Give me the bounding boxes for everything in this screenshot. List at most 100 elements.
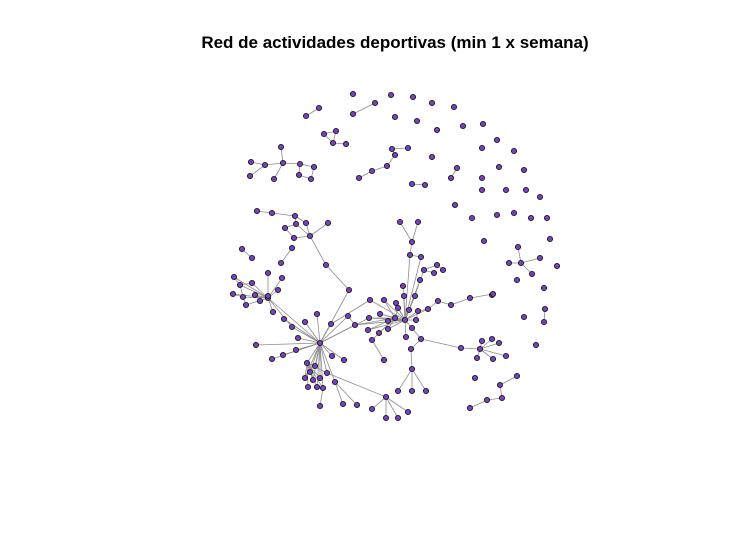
network-node bbox=[383, 162, 391, 170]
network-node bbox=[478, 337, 486, 345]
network-node bbox=[291, 212, 299, 220]
network-node bbox=[351, 321, 359, 329]
network-node bbox=[447, 174, 455, 182]
network-node bbox=[520, 166, 528, 174]
network-edge bbox=[411, 368, 427, 392]
network-node bbox=[375, 329, 383, 337]
network-node bbox=[248, 254, 256, 262]
network-node bbox=[252, 341, 260, 349]
network-node bbox=[434, 297, 442, 305]
network-node bbox=[279, 351, 287, 359]
network-node bbox=[278, 274, 286, 282]
network-node bbox=[466, 294, 474, 302]
network-node bbox=[407, 345, 415, 353]
network-node bbox=[540, 318, 548, 326]
network-node bbox=[345, 286, 353, 294]
network-node bbox=[473, 354, 481, 362]
network-edge bbox=[402, 285, 406, 321]
network-node bbox=[405, 306, 413, 314]
network-node bbox=[236, 281, 244, 289]
network-node bbox=[229, 290, 237, 298]
network-node bbox=[447, 301, 455, 309]
network-node bbox=[420, 266, 428, 274]
network-node bbox=[394, 387, 402, 395]
network-node bbox=[320, 130, 328, 138]
network-node bbox=[294, 334, 302, 342]
network-node bbox=[546, 235, 554, 243]
network-node bbox=[302, 112, 310, 120]
network-edge bbox=[297, 337, 321, 344]
network-node bbox=[313, 310, 321, 318]
network-node bbox=[421, 181, 429, 189]
network-node bbox=[301, 318, 309, 326]
network-edge bbox=[385, 396, 409, 413]
network-edge bbox=[319, 342, 328, 374]
network-node bbox=[408, 238, 416, 246]
network-node bbox=[493, 136, 501, 144]
network-node bbox=[319, 384, 327, 392]
network-edge bbox=[273, 162, 284, 180]
network-edge bbox=[352, 102, 376, 115]
network-node bbox=[264, 269, 272, 277]
network-node bbox=[339, 400, 347, 408]
network-node bbox=[316, 402, 324, 410]
network-edge bbox=[306, 362, 318, 388]
network-edge bbox=[369, 299, 406, 321]
network-node bbox=[376, 310, 384, 318]
network-edge bbox=[306, 362, 324, 389]
network-edge bbox=[232, 293, 269, 299]
network-node bbox=[401, 316, 409, 324]
network-node bbox=[316, 374, 324, 382]
network-node bbox=[433, 126, 441, 134]
network-node bbox=[399, 282, 407, 290]
network-node bbox=[478, 186, 486, 194]
network-node bbox=[246, 172, 254, 180]
network-edge bbox=[306, 362, 309, 388]
network-edge bbox=[404, 308, 429, 321]
network-node bbox=[368, 405, 376, 413]
network-node bbox=[416, 276, 424, 284]
network-node bbox=[536, 254, 544, 262]
network-node bbox=[269, 308, 277, 316]
network-edge bbox=[267, 297, 293, 328]
network-node bbox=[311, 362, 319, 370]
network-node bbox=[394, 304, 402, 312]
network-node bbox=[451, 201, 459, 209]
network-node bbox=[414, 307, 422, 315]
network-node bbox=[264, 292, 272, 300]
network-node bbox=[513, 372, 521, 380]
network-edge bbox=[319, 315, 349, 344]
network-node bbox=[408, 324, 416, 332]
network-edge bbox=[404, 254, 411, 321]
network-edge bbox=[239, 284, 269, 299]
network-node bbox=[380, 296, 388, 304]
network-node bbox=[417, 335, 425, 343]
network-node bbox=[279, 159, 287, 167]
network-edge bbox=[319, 317, 370, 344]
network-node bbox=[488, 335, 496, 343]
network-node bbox=[310, 163, 318, 171]
network-node bbox=[380, 356, 388, 364]
network-node bbox=[365, 314, 373, 322]
network-node bbox=[238, 245, 246, 253]
network-node bbox=[510, 147, 518, 155]
network-node bbox=[495, 339, 503, 347]
network-edge bbox=[233, 276, 269, 299]
network-edge bbox=[325, 264, 350, 291]
network-node bbox=[517, 259, 525, 267]
network-node bbox=[408, 387, 416, 395]
network-node bbox=[404, 408, 412, 416]
network-node bbox=[396, 218, 404, 226]
network-node bbox=[342, 140, 350, 148]
network-node bbox=[400, 292, 408, 300]
network-edge bbox=[306, 342, 321, 364]
network-node bbox=[251, 291, 259, 299]
network-node bbox=[288, 244, 296, 252]
network-edge bbox=[479, 348, 507, 357]
network-edge bbox=[383, 299, 396, 319]
network-edge bbox=[334, 381, 358, 406]
network-node bbox=[292, 220, 300, 228]
network-node bbox=[536, 193, 544, 201]
network-node bbox=[402, 333, 410, 341]
network-node bbox=[303, 359, 311, 367]
